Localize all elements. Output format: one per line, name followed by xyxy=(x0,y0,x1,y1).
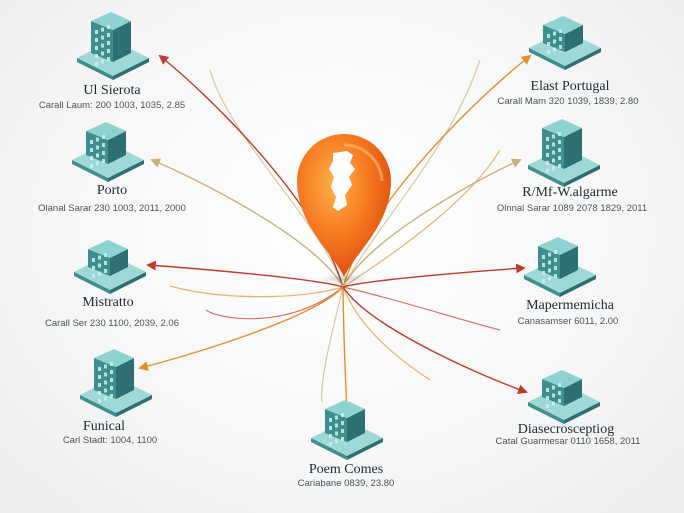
node-title-porto: Porto xyxy=(96,183,128,198)
map-pin-icon xyxy=(297,134,391,284)
connector-arrow-porto xyxy=(150,158,344,288)
portugal-map-icon xyxy=(329,151,355,211)
building-icon xyxy=(77,12,149,80)
node-title-funical: Funical xyxy=(83,419,125,434)
node-subtitle-mistratto: Carall Ser 230 1100, 2039, 2.06 xyxy=(45,318,179,329)
node-title-rmw-algarme: R/Mf-W.algarme xyxy=(522,185,618,200)
node-title-elast-portugal: Elast Portugal xyxy=(530,79,610,94)
building-icon xyxy=(80,349,152,417)
decorative-connector xyxy=(342,149,501,288)
building-icon xyxy=(311,400,383,460)
connector-arrow-diasecrosceptiog xyxy=(342,286,528,394)
decorative-connector xyxy=(342,59,481,288)
node-subtitle-poem-comes: Cariabane 0839, 23.80 xyxy=(297,478,395,489)
node-subtitle-diasecrosceptiog: Catal Guarmesar 0110 1658, 2011 xyxy=(495,436,641,447)
decorative-connector xyxy=(342,286,431,381)
connector-arrow-rmw-algarme xyxy=(342,158,522,288)
node-subtitle-rmw-algarme: Olnnal Sarar 1089 2078 1829, 2011 xyxy=(496,203,648,214)
building-icon xyxy=(72,122,144,182)
node-title-diasecrosceptiog: Diasecrosceptiog xyxy=(517,422,615,437)
node-title-poem-comes: Poem Comes xyxy=(308,462,384,477)
node-subtitle-elast-portugal: Carall Mam 320 1039, 1839, 2.80 xyxy=(497,96,639,107)
building-icon xyxy=(74,240,146,294)
building-icon xyxy=(524,237,596,297)
node-subtitle-mapermemicha: Canasamser 6011, 2.00 xyxy=(517,316,619,327)
decorative-connector xyxy=(205,286,344,320)
decorative-connector xyxy=(321,286,344,403)
node-subtitle-porto: Olanal Sarar 230 1003, 2011, 2000 xyxy=(38,203,186,214)
node-title-mapermemicha: Mapermemicha xyxy=(526,298,614,313)
connector-arrow-mapermemicha xyxy=(342,263,526,288)
connector-arrow-funical xyxy=(138,286,344,371)
building-icon xyxy=(528,370,600,424)
node-title-ul-sierota: Ul Sierota xyxy=(83,83,141,98)
connector-arrow-poem-comes xyxy=(341,286,352,412)
node-subtitle-ul-sierota: Carall Laum: 200 1003, 1035, 2.85 xyxy=(38,100,186,111)
decorative-connector xyxy=(342,286,501,331)
decorative-connector xyxy=(209,69,344,288)
building-icon xyxy=(529,16,601,70)
building-icon xyxy=(528,119,600,187)
connector-arrow-mistratto xyxy=(146,260,344,288)
node-subtitle-funical: Carl Stadt: 1004, 1100 xyxy=(62,435,158,446)
node-title-mistratto: Mistratto xyxy=(82,295,134,310)
decorative-connector xyxy=(169,285,344,298)
